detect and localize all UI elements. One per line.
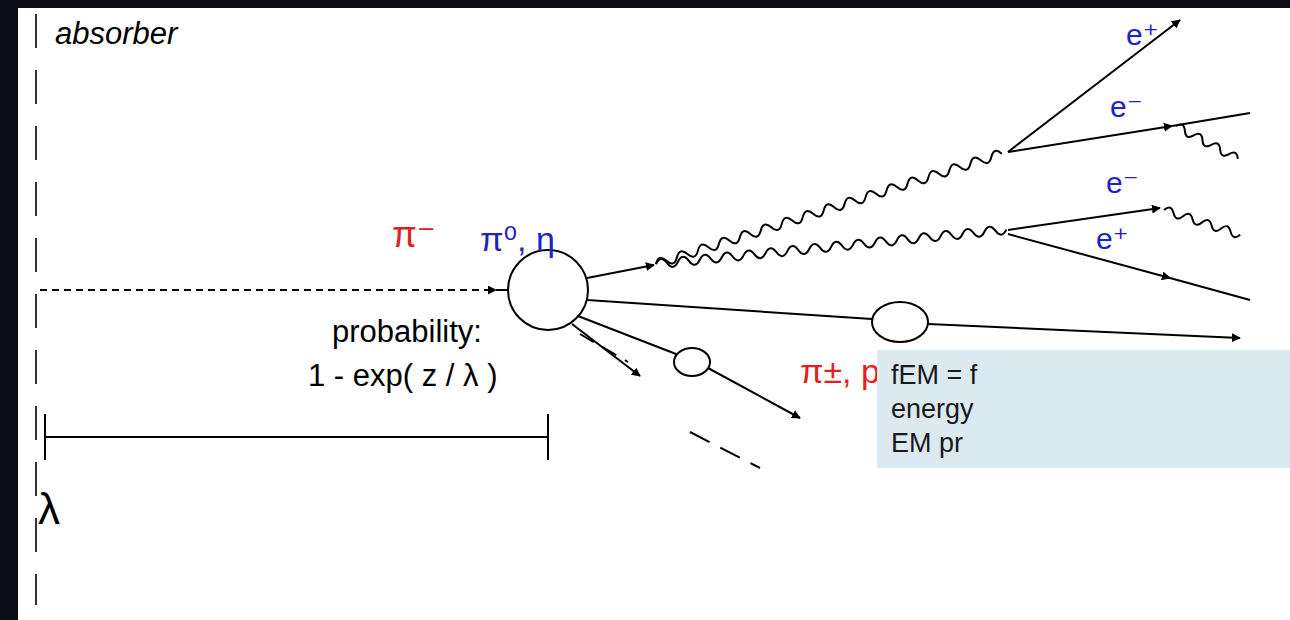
particle-label: e⁻ [1106, 166, 1139, 201]
callout-box: fEM = f energy EM pr [877, 350, 1290, 468]
region-label: absorber [55, 16, 177, 52]
particle-label: π⁻ [392, 214, 436, 255]
particle-label: e⁻ [1110, 90, 1143, 125]
note-text: probability: [332, 314, 482, 350]
particle-label: π⁰, η [480, 220, 555, 259]
particle-label: e⁺ [1096, 222, 1129, 257]
callout-text: fEM = f energy EM pr [891, 358, 1009, 460]
dimension-label: λ [38, 484, 60, 535]
particle-label: e⁺ [1126, 18, 1159, 53]
formula-text: 1 - exp( z / λ ) [308, 358, 497, 394]
